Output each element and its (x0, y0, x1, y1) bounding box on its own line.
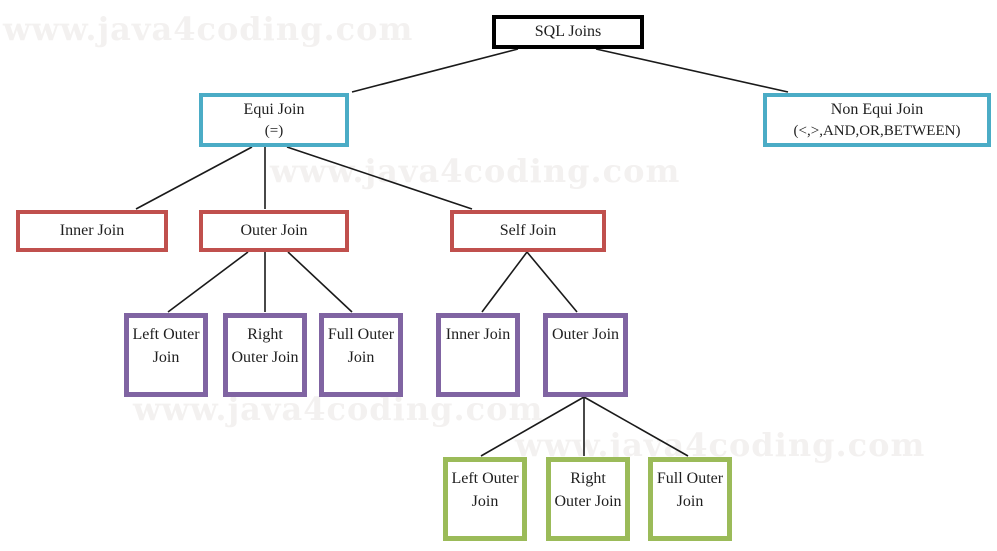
node-self-join: Self Join (450, 210, 606, 252)
connector-line (583, 396, 689, 457)
node-label: Full Outer Join (327, 326, 395, 366)
node-label: Left Outer Join (132, 326, 200, 366)
node-equi-join: Equi Join (=) (199, 93, 349, 147)
node-label: Self Join (499, 222, 557, 239)
node-self-outer-join: Outer Join (543, 313, 628, 397)
connector-line (167, 251, 249, 313)
node-label: Inner Join (445, 326, 511, 343)
node-full-outer-join: Full Outer Join (319, 313, 403, 397)
node-self-full-outer-join: Full Outer Join (648, 457, 732, 541)
connector-line (480, 396, 585, 457)
node-inner-join: Inner Join (16, 210, 168, 252)
node-label: Full Outer Join (656, 470, 724, 510)
node-self-right-outer-join: Right Outer Join (546, 457, 630, 541)
node-non-equi-join: Non Equi Join (<,>,AND,OR,BETWEEN) (763, 93, 991, 147)
node-sublabel: (=) (264, 123, 284, 139)
node-left-outer-join: Left Outer Join (124, 313, 208, 397)
node-self-inner-join: Inner Join (436, 313, 520, 397)
node-self-left-outer-join: Left Outer Join (443, 457, 527, 541)
node-sql-joins: SQL Joins (492, 15, 644, 49)
node-label: Non Equi Join (830, 101, 924, 118)
connector-line (595, 48, 789, 93)
connector-line (135, 146, 253, 210)
node-label: Right Outer Join (554, 470, 622, 510)
node-right-outer-join: Right Outer Join (223, 313, 307, 397)
node-label: Right Outer Join (231, 326, 299, 366)
connector-line (481, 251, 528, 313)
connector-line (287, 251, 353, 313)
connector-line (351, 48, 519, 93)
node-sublabel: (<,>,AND,OR,BETWEEN) (793, 123, 961, 139)
watermark: www.java4coding.com (270, 152, 681, 190)
connector-line (526, 251, 578, 313)
node-label: Outer Join (240, 222, 308, 239)
node-outer-join: Outer Join (199, 210, 349, 252)
watermark: www.java4coding.com (3, 10, 414, 48)
node-label: Outer Join (551, 326, 620, 343)
node-label: Equi Join (243, 101, 305, 118)
node-label: Left Outer Join (451, 470, 519, 510)
connector-line (286, 146, 473, 210)
node-label: SQL Joins (534, 23, 602, 40)
node-label: Inner Join (59, 222, 125, 239)
